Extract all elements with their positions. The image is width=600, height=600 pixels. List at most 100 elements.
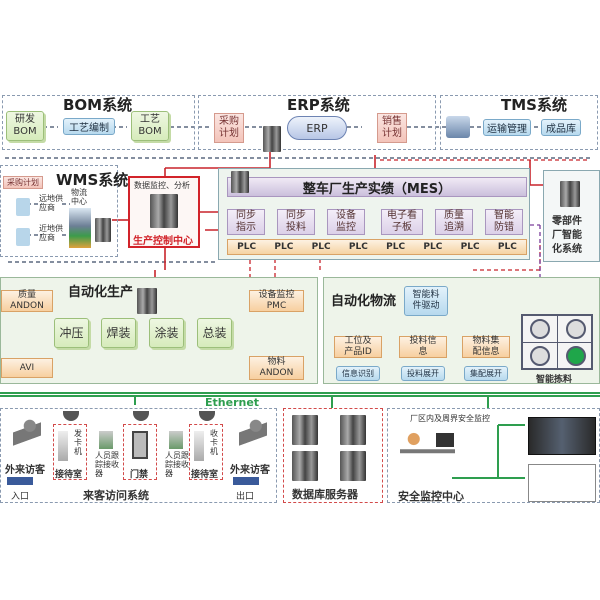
erp-core-label: ERP — [306, 121, 328, 135]
smart-picking-panel[interactable] — [521, 314, 593, 370]
parts-factory-label: 零部件 厂智能 化系统 — [552, 216, 582, 255]
bom-system-title: BOM系统 — [63, 96, 133, 114]
supplier-near-label: 近地供 应商 — [39, 224, 63, 242]
visitor-walking-icon — [13, 419, 41, 453]
station-product-id-box[interactable]: 工位及 产品ID — [334, 336, 382, 358]
visitor-out-label: 外来访客 — [230, 465, 270, 476]
smart-parts-drive-box[interactable]: 智能料 件驱动 — [404, 286, 448, 316]
mes-module-electronic-board[interactable]: 电子看 子板 — [381, 209, 423, 235]
exit-arrow-icon — [233, 477, 259, 485]
avi-box[interactable]: AVI — [1, 358, 53, 378]
database-server-panel[interactable]: 数据库服务器 — [283, 408, 383, 503]
camera-icon — [199, 411, 215, 421]
erp-server-icon — [263, 126, 281, 152]
db-server-icon — [340, 415, 366, 445]
smart-picking-label: 智能拣料 — [536, 375, 573, 385]
mes-title: 整车厂生产实绩（MES） — [302, 181, 452, 197]
camera-icon — [63, 411, 79, 421]
mes-title-bar[interactable]: 整车厂生产实绩（MES） — [227, 177, 527, 197]
auto-production-title: 自动化生产 — [68, 285, 134, 300]
equipment-pmc-box[interactable]: 设备监控 PMC — [249, 290, 304, 312]
feeding-expand-box[interactable]: 投料展开 — [401, 366, 445, 381]
purchase-plan-box[interactable]: 采购 计划 — [214, 113, 244, 143]
access-gate-label: 门禁 — [130, 470, 149, 480]
stage-welding[interactable]: 焊装 — [101, 318, 136, 348]
reception-room-2[interactable]: 收卡机 接待室 — [189, 424, 223, 480]
visitor-in-label: 外来访客 — [5, 465, 45, 476]
control-center-server-icon — [150, 194, 178, 228]
tms-system-panel: TMS系统 运输管理 成品库 — [440, 95, 598, 150]
camera-icon — [133, 411, 149, 421]
picking-light-4 — [566, 346, 586, 366]
card-collector-label: 收卡机 — [210, 429, 218, 456]
reception-2-label: 接待室 — [191, 470, 219, 480]
auto-production-server-icon — [137, 288, 157, 314]
stage-stamping[interactable]: 冲压 — [54, 318, 89, 348]
card-collector-icon — [194, 431, 204, 461]
visitor-system-panel: 外来访客 入口 发卡机 接待室 人员跟 踪接收 器 门禁 人员跟 踪接收 器 收… — [0, 408, 277, 503]
rd-bom-box[interactable]: 研发 BOM — [6, 111, 44, 141]
mes-module-sync-feeding[interactable]: 同步 投料 — [277, 209, 315, 235]
tracking-receiver-icon — [99, 431, 113, 449]
card-issuer-icon — [58, 431, 68, 461]
exit-label: 出口 — [236, 492, 255, 502]
plc-label: PLC — [423, 242, 443, 252]
plc-label: PLC — [497, 242, 517, 252]
picking-light-1 — [530, 319, 550, 339]
info-recognition-box[interactable]: 信息识别 — [336, 366, 380, 381]
material-kitting-info-box[interactable]: 物料集 配信息 — [462, 336, 510, 358]
process-planning-box[interactable]: 工艺编制 — [63, 118, 115, 135]
tracking-receiver-2-label: 人员跟 踪接收 器 — [165, 451, 189, 478]
mes-module-equipment-monitor[interactable]: 设备 监控 — [327, 209, 365, 235]
plc-label: PLC — [460, 242, 480, 252]
process-bom-box[interactable]: 工艺 BOM — [131, 111, 169, 141]
auto-logistics-title: 自动化物流 — [331, 294, 397, 309]
erp-system-panel: ERP系统 采购 计划 ERP 销售 计划 — [198, 95, 436, 152]
mes-module-sync-instruction[interactable]: 同步 指示 — [227, 209, 265, 235]
plc-label: PLC — [386, 242, 406, 252]
db-server-icon — [292, 415, 318, 445]
finished-goods-warehouse-box[interactable]: 成品库 — [541, 119, 581, 136]
sales-plan-box[interactable]: 销售 计划 — [377, 113, 407, 143]
supplier-far-icon — [16, 198, 30, 216]
parts-factory-server-icon — [560, 181, 580, 207]
access-gate[interactable]: 门禁 — [123, 424, 157, 480]
wms-system-title: WMS系统 — [56, 171, 129, 189]
plc-label: PLC — [274, 242, 294, 252]
reception-1-label: 接待室 — [55, 470, 83, 480]
tracking-receiver-icon — [169, 431, 183, 449]
video-wall-icon[interactable] — [528, 417, 596, 455]
erp-system-title: ERP系统 — [287, 96, 350, 114]
wms-purchase-plan-box[interactable]: 采购计划 — [3, 176, 43, 189]
security-center-title: 安全监控中心 — [398, 490, 464, 503]
plc-bar: PLC PLC PLC PLC PLC PLC PLC PLC — [227, 239, 527, 255]
quality-andon-box[interactable]: 质量 ANDON — [1, 290, 53, 312]
plc-label: PLC — [237, 242, 257, 252]
material-andon-box[interactable]: 物料 ANDON — [249, 356, 304, 380]
parts-factory-panel[interactable]: 零部件 厂智能 化系统 — [543, 170, 600, 262]
auto-production-panel: 自动化生产 质量 ANDON AVI 设备监控 PMC 物料 ANDON 冲压 … — [0, 277, 318, 384]
kitting-expand-box[interactable]: 集配展开 — [464, 366, 508, 381]
monitor-icon — [436, 433, 454, 447]
ethernet-label: Ethernet — [205, 396, 260, 409]
wms-system-panel: WMS系统 采购计划 远地供 应商 近地供 应商 物流 中心 — [0, 165, 128, 257]
visitor-system-title: 来客访问系统 — [83, 489, 149, 502]
reception-room-1[interactable]: 发卡机 接待室 — [53, 424, 87, 480]
picking-light-2 — [566, 319, 586, 339]
db-server-icon — [292, 451, 318, 481]
wms-server-icon — [95, 218, 111, 242]
stage-assembly[interactable]: 总装 — [197, 318, 232, 348]
mes-module-error-proofing[interactable]: 智能 防错 — [485, 209, 523, 235]
erp-database-cylinder[interactable]: ERP — [287, 116, 347, 140]
plc-label: PLC — [348, 242, 368, 252]
transport-management-box[interactable]: 运输管理 — [483, 119, 531, 136]
mes-module-quality-trace[interactable]: 质量 追溯 — [435, 209, 473, 235]
tms-system-title: TMS系统 — [501, 96, 567, 114]
perimeter-map-icon[interactable] — [528, 464, 596, 502]
supplier-near-icon — [16, 228, 30, 246]
tracking-receiver-1-label: 人员跟 踪接收 器 — [95, 451, 119, 478]
picking-grid-divider — [523, 342, 591, 343]
feeding-info-box[interactable]: 投料信 息 — [399, 336, 447, 358]
stage-painting[interactable]: 涂装 — [149, 318, 184, 348]
production-control-center[interactable]: 数据监控、分析 生产控制中心 — [128, 176, 200, 248]
